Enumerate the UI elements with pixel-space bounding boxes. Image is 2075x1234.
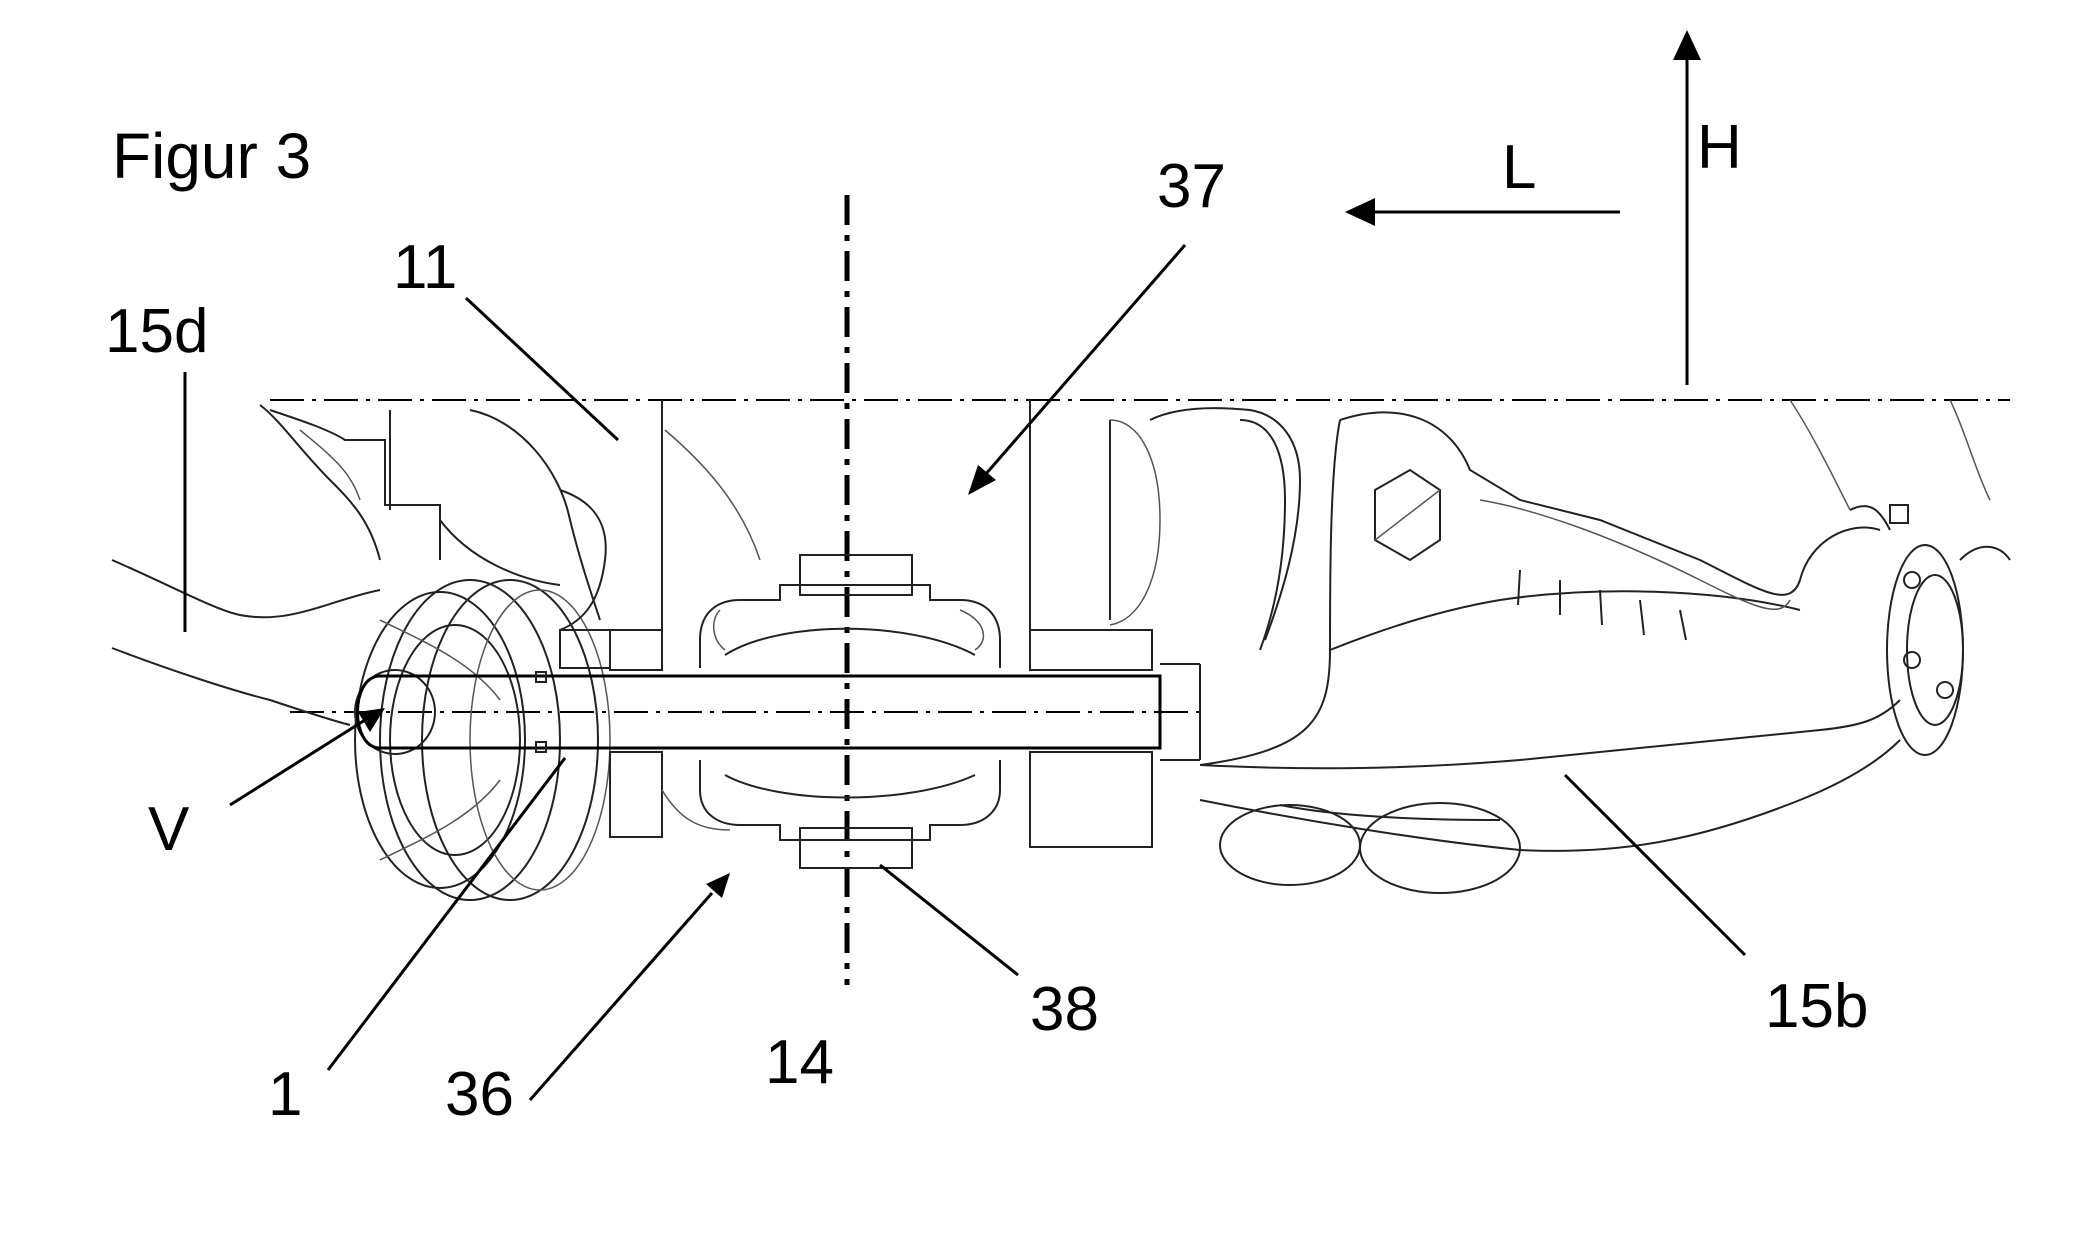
- leader-11: [464, 296, 620, 442]
- label-36: 36: [445, 1060, 514, 1129]
- upper-saddle: [699, 554, 1001, 668]
- label-15d: 15d: [105, 297, 208, 366]
- label-H: H: [1697, 113, 1742, 182]
- left-bushing: [354, 579, 611, 901]
- label-14: 14: [765, 1028, 834, 1097]
- label-15b: 15b: [1765, 972, 1868, 1041]
- label-37: 37: [1157, 152, 1226, 221]
- leader-1: [326, 757, 567, 1071]
- left-arm-15d: [111, 404, 381, 726]
- label-38: 38: [1030, 975, 1099, 1044]
- lower-saddle: [609, 751, 1153, 869]
- direction-arrow-L: [1345, 198, 1620, 226]
- bolt-head: [1374, 468, 1441, 562]
- leader-37: [968, 244, 1187, 495]
- central-housing-37: [609, 400, 1161, 671]
- leader-V: [229, 708, 385, 807]
- label-11: 11: [393, 233, 457, 302]
- leader-38: [879, 863, 1019, 977]
- label-V: V: [148, 795, 190, 864]
- leader-15b: [1563, 773, 1747, 957]
- right-clevis: [1789, 399, 2011, 756]
- direction-arrow-H: [1673, 30, 1701, 385]
- label-L: L: [1502, 133, 1536, 202]
- figure-title: Figur 3: [112, 120, 311, 192]
- right-arm-15b: [1149, 407, 1901, 894]
- leader-36: [528, 873, 730, 1101]
- label-1: 1: [268, 1060, 302, 1129]
